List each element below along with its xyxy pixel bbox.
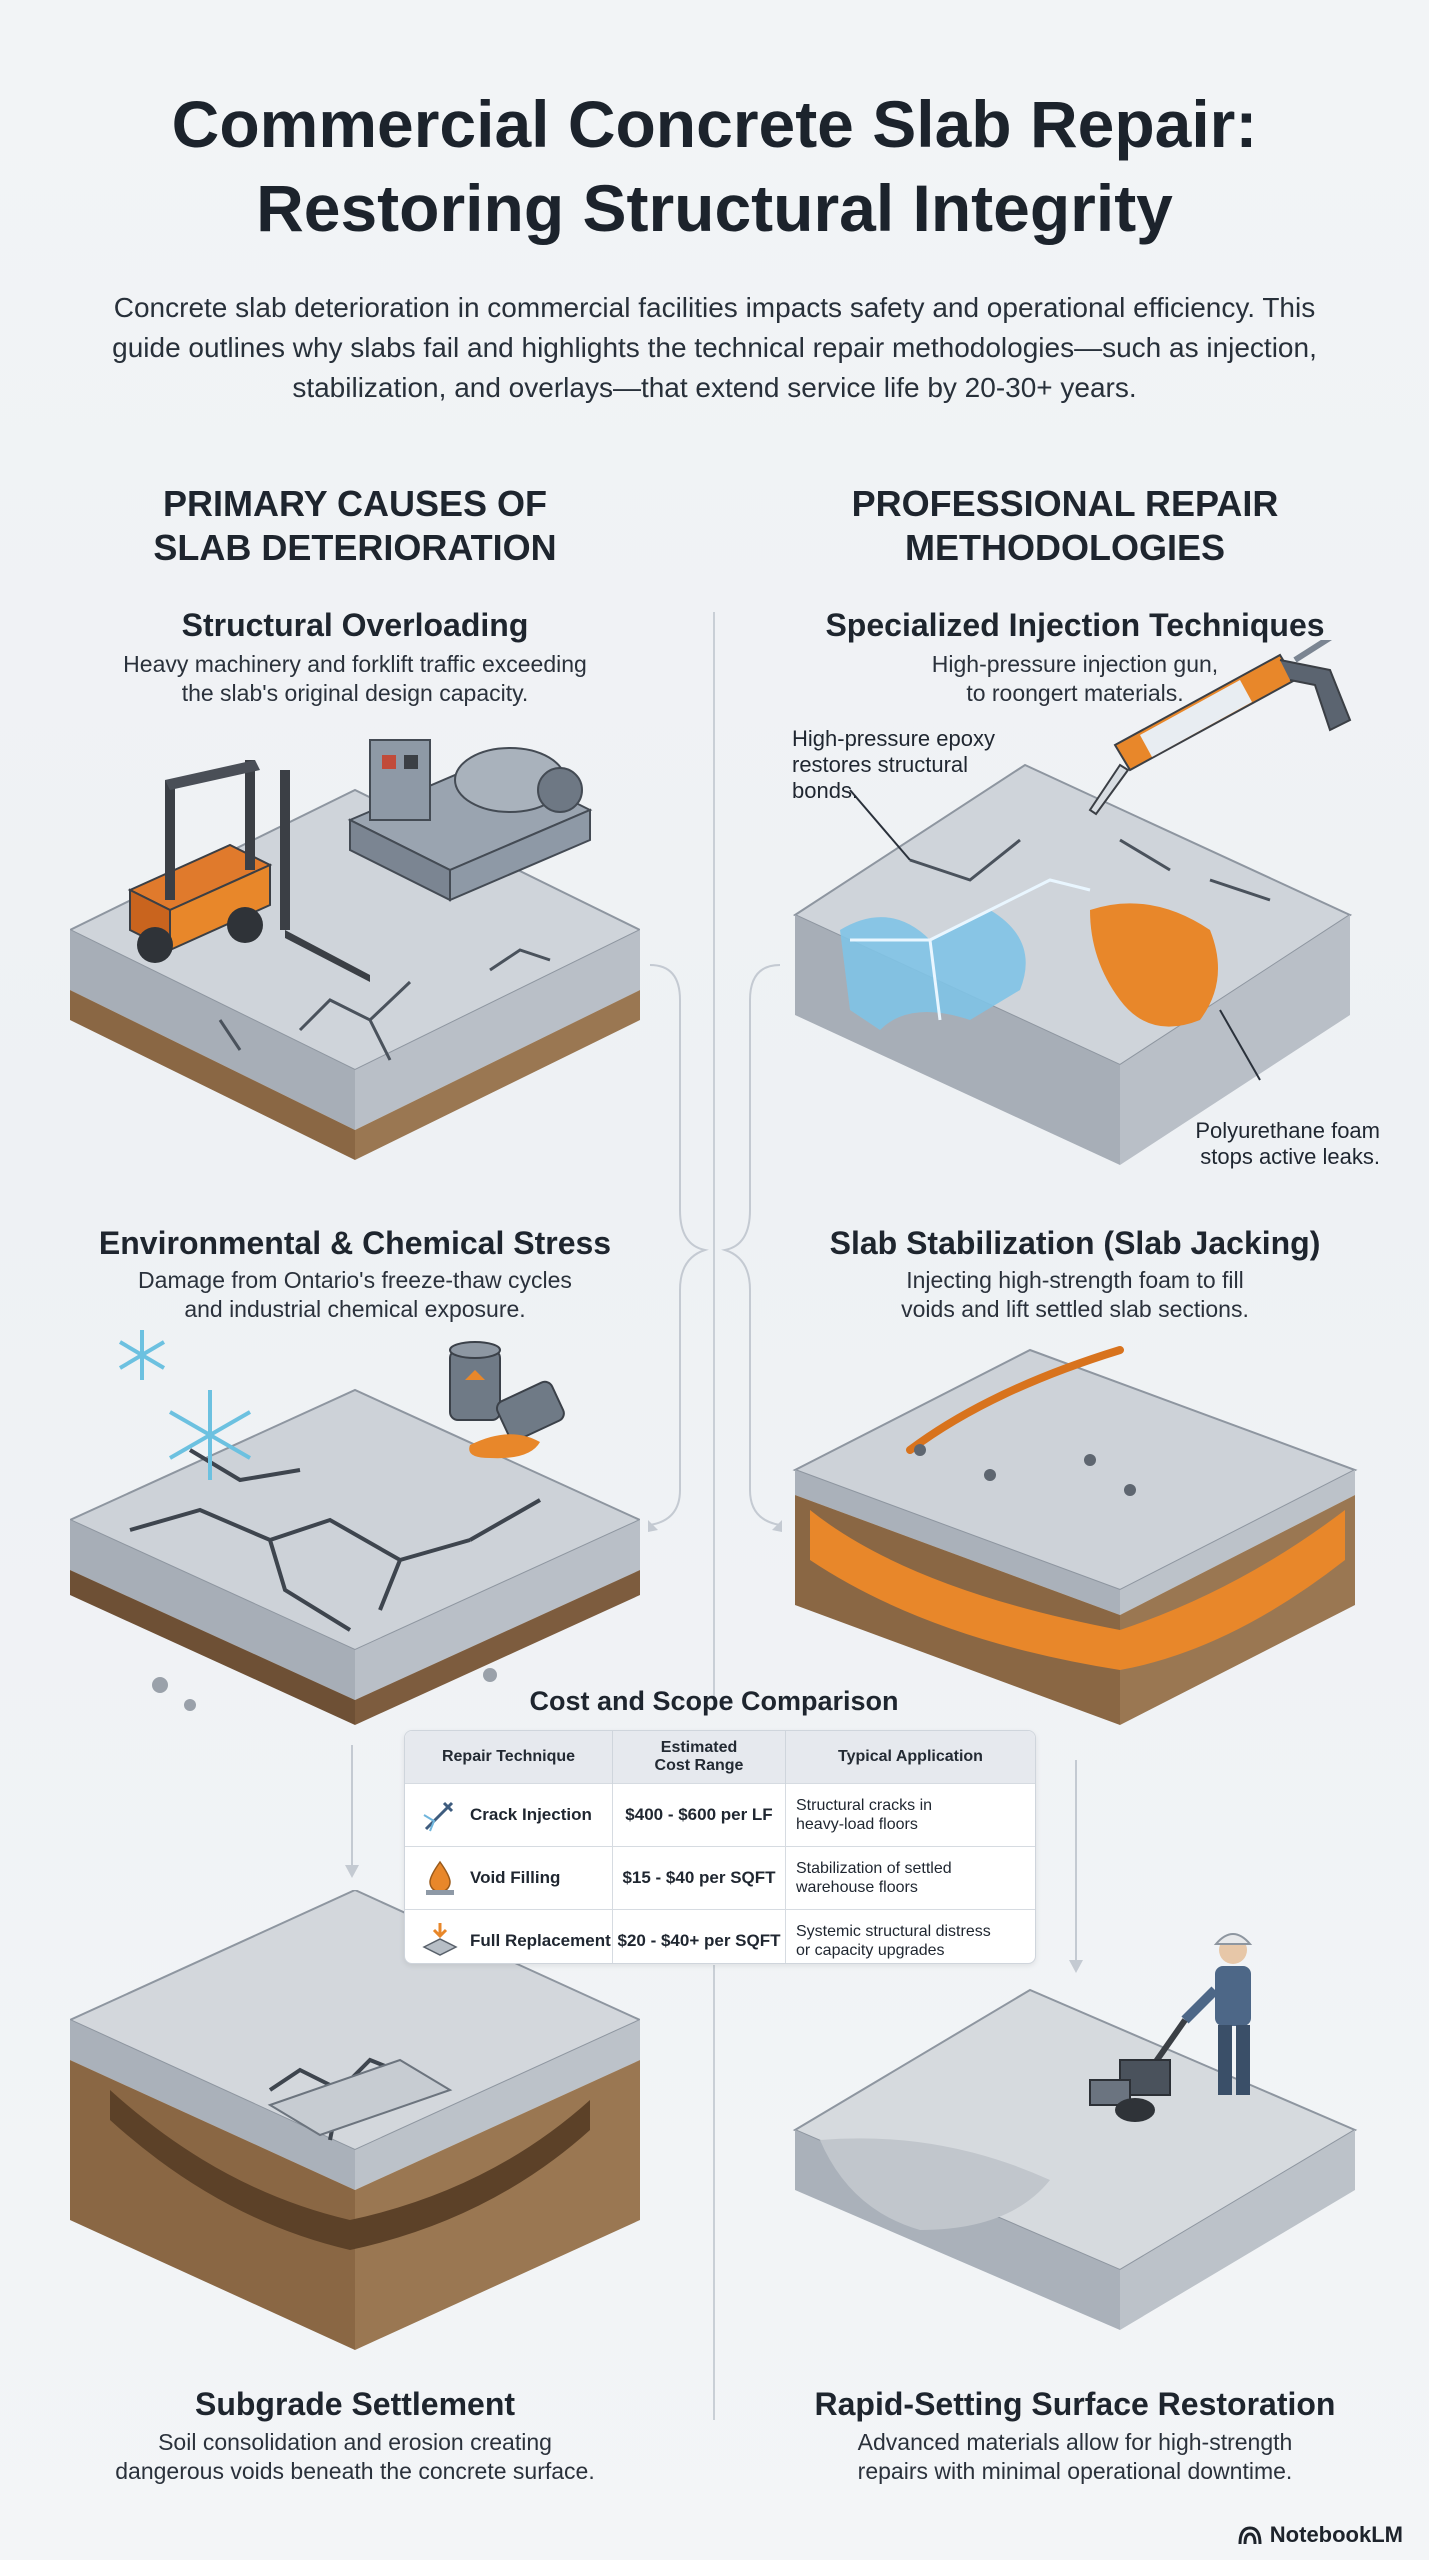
overloading-illustration xyxy=(70,739,640,1160)
notebooklm-logo: NotebookLM xyxy=(1238,2522,1403,2548)
forklift-icon xyxy=(127,760,370,982)
chemical-barrel-icon xyxy=(449,1341,565,1459)
stabilization-illustration xyxy=(792,1346,1358,1725)
environmental-illustration xyxy=(70,1330,640,1725)
table-row: Crack Injection $400 - $600 per LF Struc… xyxy=(405,1783,1035,1847)
restoration-desc: Advanced materials allow for high-streng… xyxy=(857,2429,1293,2484)
cost-table-title: Cost and Scope Comparison xyxy=(529,1686,899,1716)
epoxy-callout: High-pressure epoxy restores structural … xyxy=(792,726,995,803)
slab-replace-icon xyxy=(422,1923,458,1956)
injection-hose-icon xyxy=(906,1346,1124,1454)
settlement-title: Subgrade Settlement xyxy=(194,2386,516,2422)
technique-label: Full Replacement xyxy=(470,1931,611,1950)
column-header: Repair Technique xyxy=(405,1731,613,1784)
overloading-title: Structural Overloading xyxy=(181,607,529,643)
table-row: Full Replacement $20 - $40+ per SQFT Sys… xyxy=(405,1909,1035,1963)
application-value: Structural cracks in heavy-load floors xyxy=(785,1783,1035,1847)
technique-label: Void Filling xyxy=(470,1868,561,1887)
settlement-desc: Soil consolidation and erosion creating … xyxy=(115,2429,595,2484)
causes-heading: PRIMARY CAUSES OF SLAB DETERIORATION xyxy=(153,483,557,568)
environmental-desc: Damage from Ontario's freeze-thaw cycles… xyxy=(138,1267,572,1322)
stabilization-desc: Injecting high-strength foam to fill voi… xyxy=(901,1267,1249,1322)
cost-value: $400 - $600 per LF xyxy=(612,1783,786,1847)
application-value: Systemic structural distress or capacity… xyxy=(785,1909,1035,1963)
table-row: Void Filling $15 - $40 per SQFT Stabiliz… xyxy=(405,1846,1035,1910)
intro-paragraph: Concrete slab deterioration in commercia… xyxy=(112,292,1317,403)
column-header: Typical Application xyxy=(785,1731,1035,1784)
methods-heading: PROFESSIONAL REPAIR METHODOLOGIES xyxy=(851,483,1279,568)
foam-drop-icon xyxy=(426,1860,454,1895)
cost-comparison-table: Repair Technique Estimated Cost Range Ty… xyxy=(404,1730,1036,1964)
cost-value: $15 - $40 per SQFT xyxy=(612,1846,786,1910)
notebooklm-logo-icon xyxy=(1238,2526,1262,2545)
industrial-machine-icon xyxy=(347,739,593,902)
column-header: Estimated Cost Range xyxy=(612,1731,786,1784)
injection-gun-icon xyxy=(1088,640,1352,816)
injection-needle-icon xyxy=(423,1801,454,1832)
injection-desc: High-pressure injection gun, to roongert… xyxy=(931,651,1219,706)
overloading-desc: Heavy machinery and forklift traffic exc… xyxy=(123,651,587,706)
injection-illustration xyxy=(792,640,1353,1165)
stabilization-title: Slab Stabilization (Slab Jacking) xyxy=(829,1225,1321,1261)
environmental-title: Environmental & Chemical Stress xyxy=(98,1225,612,1261)
technique-label: Crack Injection xyxy=(470,1805,592,1824)
restoration-title: Rapid-Setting Surface Restoration xyxy=(814,2386,1336,2422)
injection-title: Specialized Injection Techniques xyxy=(825,607,1325,643)
foam-callout: Polyurethane foam stops active leaks. xyxy=(1195,1118,1380,1169)
table-header-row: Repair Technique Estimated Cost Range Ty… xyxy=(405,1731,1035,1784)
worker-icon xyxy=(1181,1933,1253,2095)
application-value: Stabilization of settled warehouse floor… xyxy=(785,1846,1035,1910)
floor-grinder-icon xyxy=(1089,2018,1188,2122)
snowflake-icon xyxy=(118,1330,251,1480)
footer-logo-text: NotebookLM xyxy=(1269,2522,1403,2547)
cost-value: $20 - $40+ per SQFT xyxy=(612,1909,786,1963)
page-title: Commercial Concrete Slab Repair: Restori… xyxy=(171,87,1258,245)
restoration-illustration xyxy=(792,1933,1358,2330)
